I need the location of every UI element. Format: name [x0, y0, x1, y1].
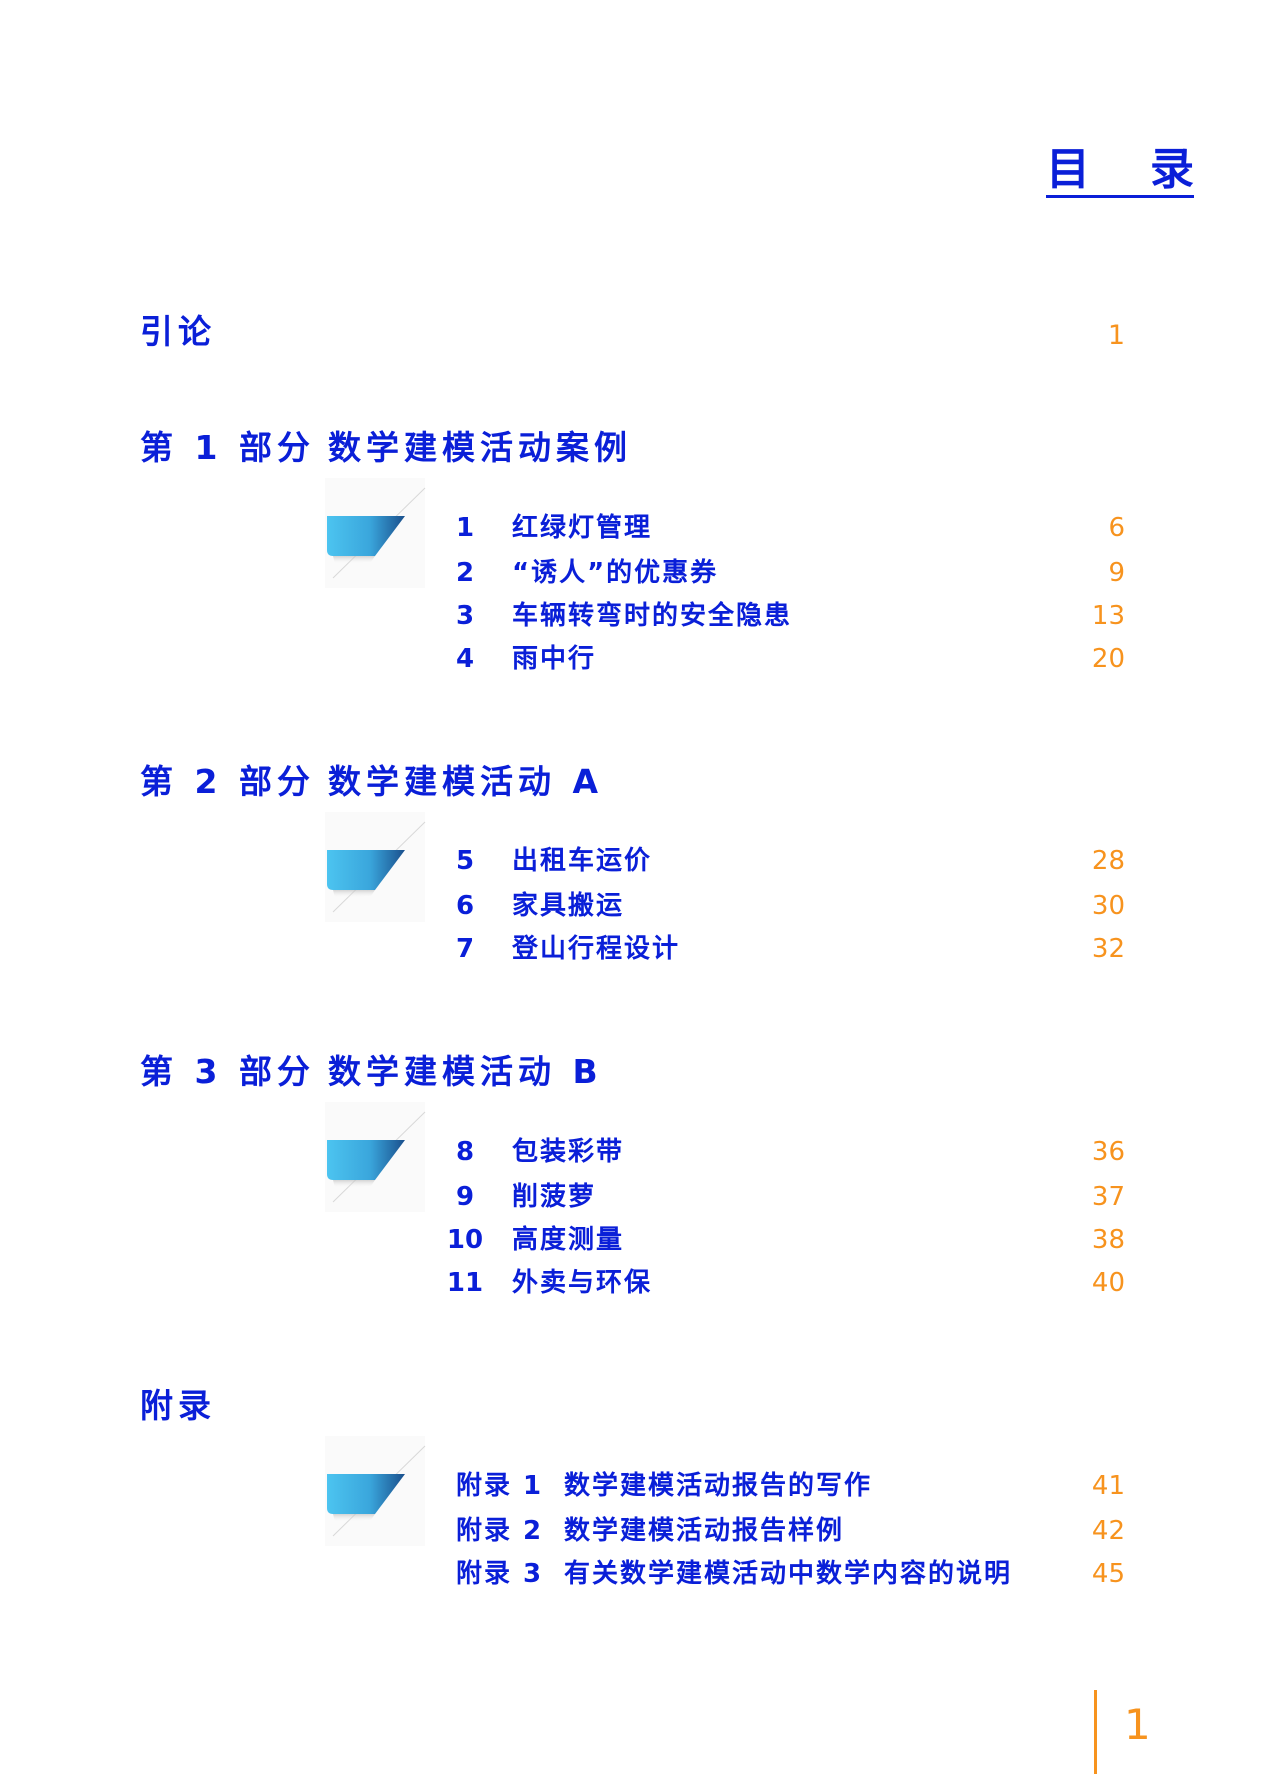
appendix-heading[interactable]: 附录 [140, 1386, 216, 1426]
part-3-heading[interactable]: 第 3 部分 数学建模活动 B [140, 1052, 598, 1092]
entry-number: 5 [455, 846, 475, 876]
part-title: 数学建模活动 A [328, 762, 604, 801]
entry-title: 数学建模活动报告的写作 [564, 1471, 873, 1501]
entry-page: 32 [1091, 934, 1125, 964]
intro-label: 引论 [140, 312, 216, 351]
entry-title: 高度测量 [512, 1225, 625, 1255]
toc-appendix-entry[interactable]: 附录 2 数学建模活动报告样例 42 [440, 1513, 1125, 1549]
section-tab-icon [325, 1436, 426, 1546]
entry-title: 有关数学建模活动中数学内容的说明 [564, 1559, 1013, 1589]
toc-entry[interactable]: 2 “诱人”的优惠券 9 [440, 555, 1125, 591]
toc-entry[interactable]: 3 车辆转弯时的安全隐患 13 [440, 598, 1125, 634]
footer-divider [1094, 1690, 1097, 1774]
entry-page: 36 [1091, 1137, 1125, 1167]
section-tab-icon [325, 1102, 426, 1212]
toc-entry[interactable]: 10 高度测量 38 [440, 1222, 1125, 1258]
toc-entry[interactable]: 8 包装彩带 36 [440, 1134, 1125, 1170]
part-label: 第 1 部分 [140, 428, 315, 467]
entry-page: 28 [1091, 846, 1125, 876]
entry-number: 1 [455, 513, 475, 543]
appendix-number: 附录 1 [456, 1471, 544, 1501]
toc-intro-heading[interactable]: 引论 [140, 312, 216, 352]
entry-title: 外卖与环保 [512, 1268, 653, 1298]
entry-number: 2 [455, 558, 475, 588]
entry-page: 9 [1108, 558, 1125, 588]
entry-title: “诱人”的优惠券 [512, 558, 719, 588]
entry-page: 42 [1091, 1516, 1125, 1546]
footer-page-number: 1 [1124, 1700, 1151, 1749]
toc-entry[interactable]: 6 家具搬运 30 [440, 888, 1125, 924]
toc-appendix-entry[interactable]: 附录 3 有关数学建模活动中数学内容的说明 45 [440, 1556, 1125, 1592]
toc-entry[interactable]: 11 外卖与环保 40 [440, 1265, 1125, 1301]
entry-title: 包装彩带 [512, 1137, 625, 1167]
entry-number: 8 [455, 1137, 475, 1167]
entry-number: 9 [455, 1182, 475, 1212]
entry-page: 30 [1091, 891, 1125, 921]
entry-title: 车辆转弯时的安全隐患 [512, 601, 793, 631]
entry-title: 削菠萝 [512, 1182, 597, 1212]
entry-number: 6 [455, 891, 475, 921]
intro-page-number: 1 [1107, 320, 1125, 351]
toc-entry[interactable]: 9 削菠萝 37 [440, 1179, 1125, 1215]
entry-title: 出租车运价 [512, 846, 653, 876]
entry-title: 家具搬运 [512, 891, 625, 921]
toc-entry[interactable]: 1 红绿灯管理 6 [440, 510, 1125, 546]
toc-entry[interactable]: 4 雨中行 20 [440, 641, 1125, 677]
entry-page: 40 [1091, 1268, 1125, 1298]
entry-number: 4 [455, 644, 475, 674]
entry-page: 20 [1091, 644, 1125, 674]
appendix-number: 附录 2 [456, 1516, 544, 1546]
entry-number: 11 [446, 1268, 484, 1298]
toc-entry[interactable]: 7 登山行程设计 32 [440, 931, 1125, 967]
section-tab-icon [325, 478, 426, 588]
part-title: 数学建模活动 B [328, 1052, 603, 1091]
entry-number: 3 [455, 601, 475, 631]
entry-title: 数学建模活动报告样例 [564, 1516, 845, 1546]
toc-appendix-entry[interactable]: 附录 1 数学建模活动报告的写作 41 [440, 1468, 1125, 1504]
entry-number: 7 [455, 934, 475, 964]
part-1-heading[interactable]: 第 1 部分 数学建模活动案例 [140, 428, 627, 468]
entry-page: 38 [1091, 1225, 1125, 1255]
part-label: 第 2 部分 [140, 762, 315, 801]
entry-page: 41 [1091, 1471, 1125, 1501]
entry-title: 登山行程设计 [512, 934, 681, 964]
entry-number: 10 [446, 1225, 484, 1255]
entry-page: 6 [1108, 513, 1125, 543]
entry-page: 45 [1091, 1559, 1125, 1589]
title-underline [1046, 195, 1194, 198]
appendix-label: 附录 [140, 1386, 216, 1425]
section-tab-icon [325, 812, 426, 922]
entry-title: 红绿灯管理 [512, 513, 653, 543]
part-label: 第 3 部分 [140, 1052, 315, 1091]
title-char-2: 录 [1150, 144, 1194, 195]
toc-entry[interactable]: 5 出租车运价 28 [440, 843, 1125, 879]
title-char-1: 目 [1046, 144, 1090, 195]
entry-page: 13 [1091, 601, 1125, 631]
page-title: 目 录 [1046, 140, 1194, 200]
entry-page: 37 [1091, 1182, 1125, 1212]
part-2-heading[interactable]: 第 2 部分 数学建模活动 A [140, 762, 598, 802]
part-title: 数学建模活动案例 [328, 428, 632, 467]
appendix-number: 附录 3 [456, 1559, 544, 1589]
entry-title: 雨中行 [512, 644, 597, 674]
